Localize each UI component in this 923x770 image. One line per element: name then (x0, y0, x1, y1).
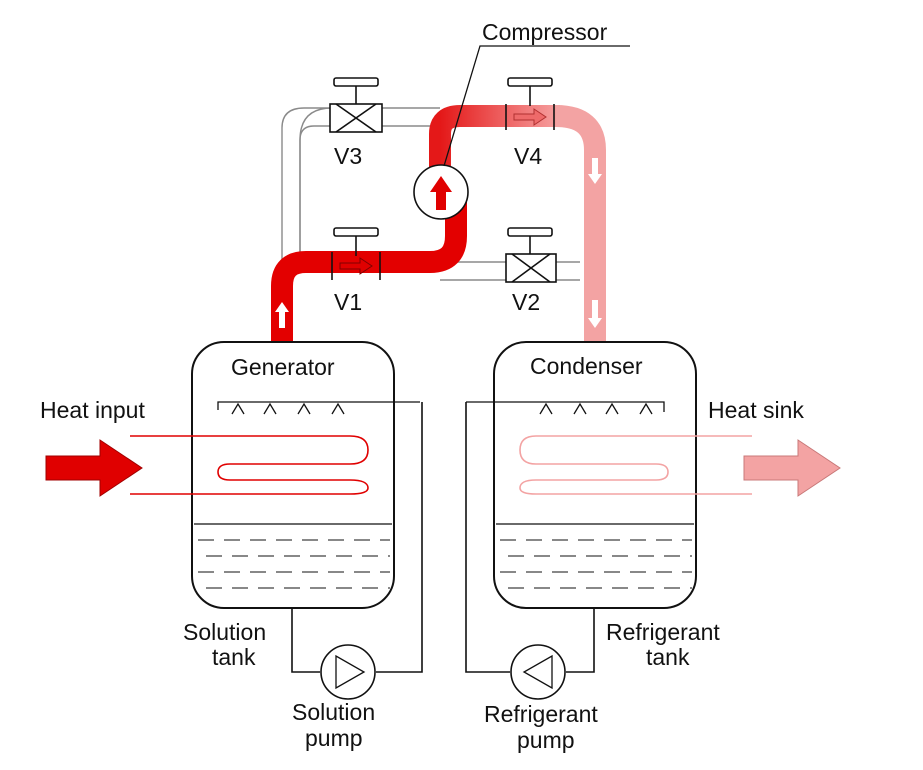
hot-vapor-pipe (271, 105, 606, 342)
valve-v3 (329, 77, 383, 133)
solution-pump-label-line1: Solution (292, 699, 375, 725)
valve-v3-label: V3 (334, 143, 362, 169)
heat-input-coil (130, 435, 369, 495)
refrigerant-tank-label-line2: tank (646, 644, 690, 670)
solution-circuit (291, 402, 423, 673)
condenser-vessel (466, 341, 752, 609)
refrigerant-pump-label-line2: pump (517, 727, 575, 753)
valve-v1 (331, 227, 381, 280)
generator-label: Generator (231, 354, 335, 380)
compressor-label: Compressor (482, 19, 608, 45)
valve-v2 (505, 227, 557, 283)
valve-v4-label: V4 (514, 143, 542, 169)
solution-pump-label-line2: pump (305, 725, 363, 751)
valve-v2-label: V2 (512, 289, 540, 315)
condenser-label: Condenser (530, 353, 643, 379)
solution-pump (320, 644, 376, 700)
solution-tank-label-line1: Solution (183, 619, 266, 645)
up-arrow-icon (275, 302, 289, 328)
heat-sink-arrow-icon (743, 439, 841, 497)
left-bypass-outline (281, 107, 332, 264)
refrigerant-pump (510, 644, 566, 700)
generator-vessel (130, 341, 420, 609)
up-arrow-icon (430, 176, 452, 210)
valve-v4 (505, 77, 555, 130)
valve-v1-label: V1 (334, 289, 362, 315)
heat-sink-label: Heat sink (708, 397, 804, 423)
refrigerant-tank-label-line1: Refrigerant (606, 619, 720, 645)
solution-tank-label-line2: tank (212, 644, 256, 670)
flow-arrows (275, 158, 602, 328)
refrigerant-circuit (465, 402, 595, 673)
down-arrow-icon (588, 158, 602, 184)
compressor (413, 45, 630, 220)
refrigerant-pump-label-line1: Refrigerant (484, 701, 598, 727)
down-arrow-icon (588, 300, 602, 328)
heat-input-label: Heat input (40, 397, 145, 423)
heat-input-arrow-icon (45, 439, 143, 497)
heat-sink-coil (519, 435, 752, 495)
